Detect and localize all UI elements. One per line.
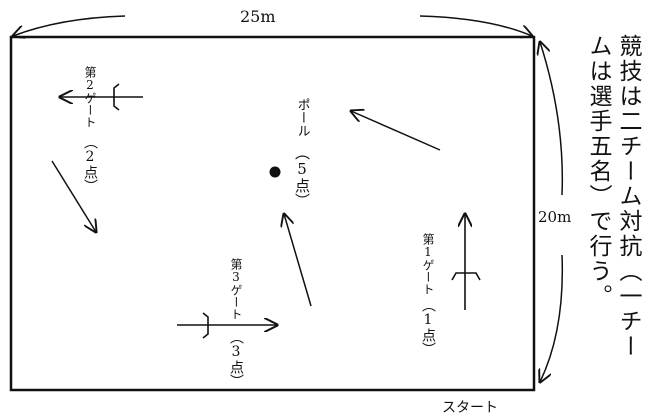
field-boundary [9,35,536,392]
height-dimension-label: 20m [538,208,571,226]
pole-title: ポール [295,98,310,137]
path-arrow-gate3-to-pole [284,214,312,307]
path-arrow-start-to-pole-top [351,111,441,151]
width-dimension-right-arc [419,15,532,36]
width-dimension-label: 25m [240,7,276,26]
start-label: スタート [442,400,498,416]
rules-line-1: 競技は二チーム対抗（一チー [615,34,643,359]
gate-2-symbol [60,83,143,111]
gate-2-title: 第2ゲート [83,66,97,128]
pole-marker [269,166,281,178]
gate-3-title: 第3ゲート [229,258,243,320]
height-dimension-top-arc [540,42,564,196]
rules-line-2: ムは選手五名）で行う。 [585,34,613,309]
gate-3-points: （3点） [228,330,244,388]
pole-points: （5点） [293,145,311,208]
gate-2-points: （2点） [82,135,98,193]
gate-3-symbol [177,312,277,339]
width-dimension-left-arc [13,15,126,36]
path-arrow-gate2-down [51,160,96,232]
height-dimension-bottom-arc [540,254,564,382]
gate-1-points: （1点） [420,298,436,356]
gate-1-symbol [451,214,481,310]
gate-1-title: 第1ゲート [421,233,435,295]
